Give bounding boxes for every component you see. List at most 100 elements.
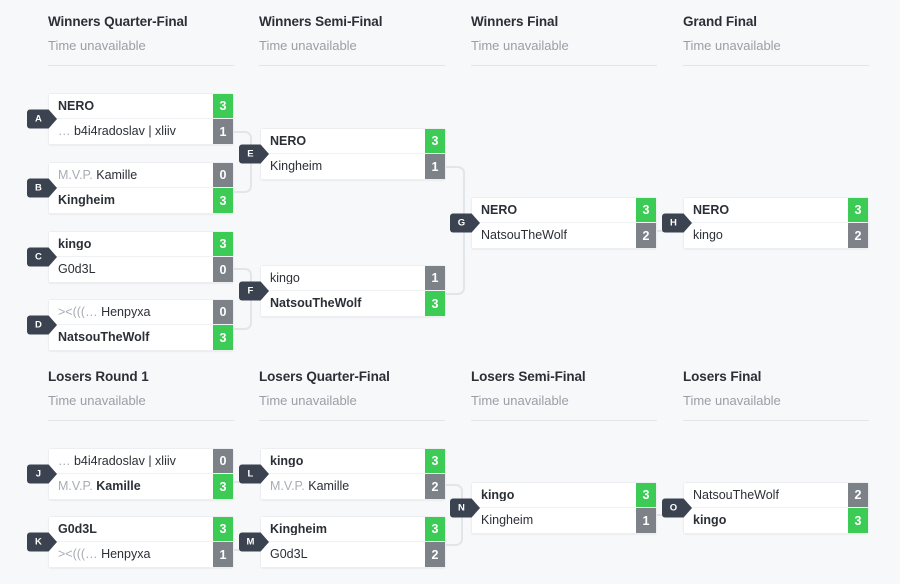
participant-name: G0d3L [261, 548, 425, 561]
participant-name: Kingheim [49, 194, 213, 207]
round-time: Time unavailable [259, 393, 357, 408]
match-card-a[interactable]: A NERO 3 … b4i4radoslav | xliiv 1 [27, 93, 234, 145]
round-title: Losers Quarter-Final [259, 369, 390, 384]
match-card-k[interactable]: K G0d3L 3 ><(((… Henpyxa 1 [27, 516, 234, 568]
match-card-j[interactable]: J … b4i4radoslav | xliiv 0 M.V.P. Kamill… [27, 448, 234, 500]
match-row-bottom[interactable]: ><(((… Henpyxa 1 [49, 542, 233, 567]
match-letter-badge-o: O [662, 498, 692, 518]
round-time: Time unavailable [471, 38, 569, 53]
match-row-top[interactable]: NERO 3 [684, 198, 868, 223]
match-row-top[interactable]: NERO 3 [49, 94, 233, 119]
round-header-grand-final: Grand Final Time unavailable [683, 14, 869, 66]
participant-score: 3 [213, 94, 233, 118]
participant-score: 1 [213, 542, 233, 567]
participant-label: Kingheim [270, 160, 323, 173]
participant-label: b4i4radoslav | xliiv [73, 454, 176, 468]
match-row-top[interactable]: kingo 1 [261, 266, 445, 291]
round-time: Time unavailable [683, 393, 781, 408]
participant-score: 0 [213, 257, 233, 282]
round-title: Winners Final [471, 14, 559, 29]
participant-prefix: ><(((… [58, 548, 98, 561]
match-row-top[interactable]: Kingheim 3 [261, 517, 445, 542]
match-row-bottom[interactable]: NatsouTheWolf 3 [261, 291, 445, 316]
match-row-bottom[interactable]: NatsouTheWolf 3 [49, 325, 233, 350]
match-row-top[interactable]: M.V.P. Kamille 0 [49, 163, 233, 188]
participant-label: NatsouTheWolf [481, 229, 567, 242]
header-divider [683, 65, 869, 66]
participant-name: Kingheim [261, 523, 425, 536]
match-card-o[interactable]: O NatsouTheWolf 2 kingo 3 [662, 482, 869, 534]
participant-score: 2 [425, 474, 445, 499]
match-row-bottom[interactable]: Kingheim 1 [472, 508, 656, 533]
participant-label: kingo [270, 454, 304, 468]
participant-score: 3 [213, 232, 233, 256]
match-row-bottom[interactable]: kingo 2 [684, 223, 868, 248]
participant-label: Kamille [308, 480, 350, 493]
participant-label: Kingheim [270, 522, 327, 536]
participant-name: NERO [472, 204, 636, 217]
match-row-top[interactable]: G0d3L 3 [49, 517, 233, 542]
header-divider [259, 420, 445, 421]
header-divider [48, 420, 234, 421]
match-card-l[interactable]: L kingo 3 M.V.P. Kamille 2 [239, 448, 446, 500]
participant-name: M.V.P. Kamille [261, 480, 425, 493]
participant-score: 3 [425, 129, 445, 153]
participant-score: 1 [213, 119, 233, 144]
participant-name: NatsouTheWolf [684, 489, 848, 502]
match-row-bottom[interactable]: kingo 3 [684, 508, 868, 533]
participant-score: 3 [848, 198, 868, 222]
participant-score: 3 [636, 483, 656, 507]
participant-name: Kingheim [261, 160, 425, 173]
participant-label: NERO [693, 203, 730, 217]
match-row-bottom[interactable]: M.V.P. Kamille 2 [261, 474, 445, 499]
match-row-bottom[interactable]: Kingheim 1 [261, 154, 445, 179]
participant-score: 2 [425, 542, 445, 567]
match-card-f[interactable]: F kingo 1 NatsouTheWolf 3 [239, 265, 446, 317]
header-divider [683, 420, 869, 421]
match-row-top[interactable]: NERO 3 [472, 198, 656, 223]
match-row-top[interactable]: … b4i4radoslav | xliiv 0 [49, 449, 233, 474]
match-row-top[interactable]: NatsouTheWolf 2 [684, 483, 868, 508]
participant-score: 0 [213, 300, 233, 324]
participant-score: 3 [213, 517, 233, 541]
participant-name: G0d3L [49, 263, 213, 276]
participant-name: NERO [261, 135, 425, 148]
match-row-bottom[interactable]: G0d3L 2 [261, 542, 445, 567]
match-row-top[interactable]: kingo 3 [49, 232, 233, 257]
match-card-m[interactable]: M Kingheim 3 G0d3L 2 [239, 516, 446, 568]
match-card-g[interactable]: G NERO 3 NatsouTheWolf 2 [450, 197, 657, 249]
match-card-n[interactable]: N kingo 3 Kingheim 1 [450, 482, 657, 534]
participant-label: Henpyxa [101, 305, 151, 319]
participant-name: NatsouTheWolf [472, 229, 636, 242]
match-row-bottom[interactable]: M.V.P. Kamille 3 [49, 474, 233, 499]
participant-label: G0d3L [58, 263, 96, 276]
participant-label: Kingheim [481, 514, 534, 527]
match-card-b[interactable]: B M.V.P. Kamille 0 Kingheim 3 [27, 162, 234, 214]
round-header-losers-semi-final: Losers Semi-Final Time unavailable [471, 369, 657, 421]
match-row-top[interactable]: kingo 3 [261, 449, 445, 474]
participant-name: ><(((… Henpyxa [49, 548, 213, 561]
match-card-h[interactable]: H NERO 3 kingo 2 [662, 197, 869, 249]
participant-score: 2 [636, 223, 656, 248]
match-letter-badge-h: H [662, 213, 692, 233]
participant-score: 0 [213, 449, 233, 473]
participant-score: 3 [213, 188, 233, 213]
match-row-top[interactable]: NERO 3 [261, 129, 445, 154]
match-row-top[interactable]: ><(((… Henpyxa 0 [49, 300, 233, 325]
match-row-top[interactable]: kingo 3 [472, 483, 656, 508]
participant-name: … b4i4radoslav | xliiv [49, 455, 213, 468]
participant-name: NatsouTheWolf [261, 297, 425, 310]
match-row-bottom[interactable]: … b4i4radoslav | xliiv 1 [49, 119, 233, 144]
match-card-c[interactable]: C kingo 3 G0d3L 0 [27, 231, 234, 283]
participant-score: 1 [425, 154, 445, 179]
match-row-bottom[interactable]: NatsouTheWolf 2 [472, 223, 656, 248]
participant-label: kingo [270, 271, 300, 285]
match-row-bottom[interactable]: Kingheim 3 [49, 188, 233, 213]
match-card-e[interactable]: E NERO 3 Kingheim 1 [239, 128, 446, 180]
participant-prefix: … [58, 454, 71, 468]
participant-score: 2 [848, 483, 868, 507]
match-card-d[interactable]: D ><(((… Henpyxa 0 NatsouTheWolf 3 [27, 299, 234, 351]
round-header-winners-quarter-final: Winners Quarter-Final Time unavailable [48, 14, 234, 66]
participant-label: b4i4radoslav | xliiv [73, 125, 176, 138]
match-row-bottom[interactable]: G0d3L 0 [49, 257, 233, 282]
